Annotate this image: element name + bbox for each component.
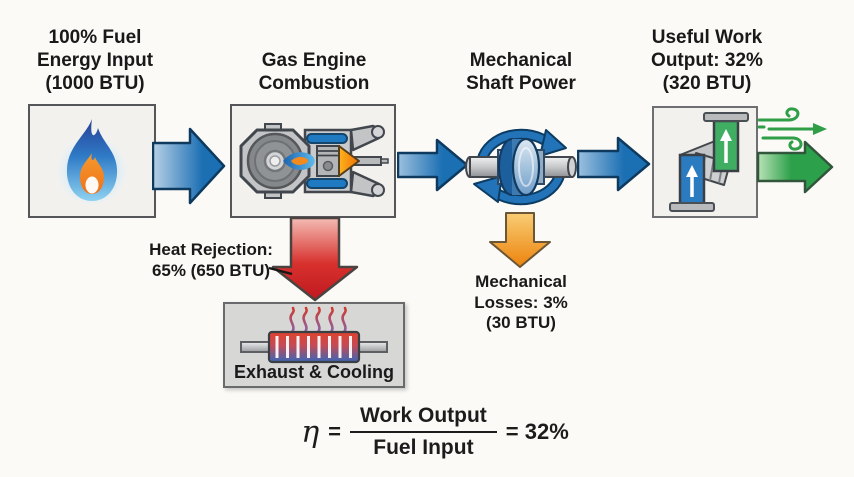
flame-icon	[55, 119, 129, 204]
mechanical-losses-label: Mechanical Losses: 3% (30 BTU)	[456, 272, 586, 334]
radiator-icon	[240, 306, 388, 364]
eta-symbol: η	[301, 415, 320, 450]
fuel-box	[28, 104, 156, 218]
exhaust-cooling-box: Exhaust & Cooling	[223, 302, 405, 388]
output-arrow-green	[757, 140, 834, 194]
engine-label-line1: Gas Engine	[261, 50, 367, 71]
formula-denominator: Fuel Input	[373, 436, 474, 459]
flow-arrow-shaft-to-output	[577, 136, 651, 192]
rotating-shaft-icon	[465, 128, 577, 206]
shaft-power-line1: Mechanical	[469, 50, 573, 71]
mechanical-losses-arrow	[489, 212, 551, 268]
mech-losses-line3: (30 BTU)	[486, 313, 556, 332]
formula-numerator: Work Output	[350, 404, 497, 433]
mech-losses-line1: Mechanical	[475, 272, 567, 291]
fuel-input-line3: (1000 BTU)	[45, 73, 145, 94]
equals-sign: =	[328, 419, 342, 444]
work-output-line2: Output: 32%	[651, 50, 763, 71]
work-output-line1: Useful Work	[651, 27, 763, 48]
engine-label: Gas Engine Combustion	[237, 49, 391, 95]
output-box	[652, 106, 758, 218]
formula-fraction: Work Output Fuel Input	[350, 404, 497, 460]
fuel-input-label: 100% Fuel Energy Input (1000 BTU)	[18, 26, 172, 95]
work-output-label: Useful Work Output: 32% (320 BTU)	[630, 26, 784, 95]
leader-line	[268, 266, 293, 276]
shaft-power-label: Mechanical Shaft Power	[444, 49, 598, 95]
flow-arrow-engine-to-shaft	[397, 138, 469, 192]
heat-waves-icon	[289, 306, 347, 334]
work-output-line3: (320 BTU)	[662, 73, 752, 94]
engine-label-line2: Combustion	[258, 73, 370, 94]
formula-result: = 32%	[505, 419, 569, 444]
engine-box	[230, 104, 396, 218]
efficiency-formula: η = Work Output Fuel Input = 32%	[285, 400, 585, 464]
mech-losses-line2: Losses: 3%	[474, 292, 568, 312]
flow-arrow-fuel-to-engine	[152, 127, 226, 205]
fuel-input-line2: Energy Input	[36, 50, 154, 71]
turbine-icon	[669, 112, 749, 212]
wind-icon	[757, 107, 827, 151]
exhaust-cooling-label: Exhaust & Cooling	[233, 362, 394, 382]
heat-rejection-label: Heat Rejection: 65% (650 BTU)	[146, 240, 276, 281]
fuel-input-line1: 100% Fuel	[48, 27, 142, 48]
heat-rejection-line2: 65% (650 BTU)	[151, 260, 271, 280]
shaft-power-line2: Shaft Power	[466, 73, 576, 94]
heat-rejection-arrow	[271, 217, 359, 302]
heat-rejection-line1: Heat Rejection:	[149, 240, 273, 259]
engine-cutaway-icon	[239, 123, 389, 199]
